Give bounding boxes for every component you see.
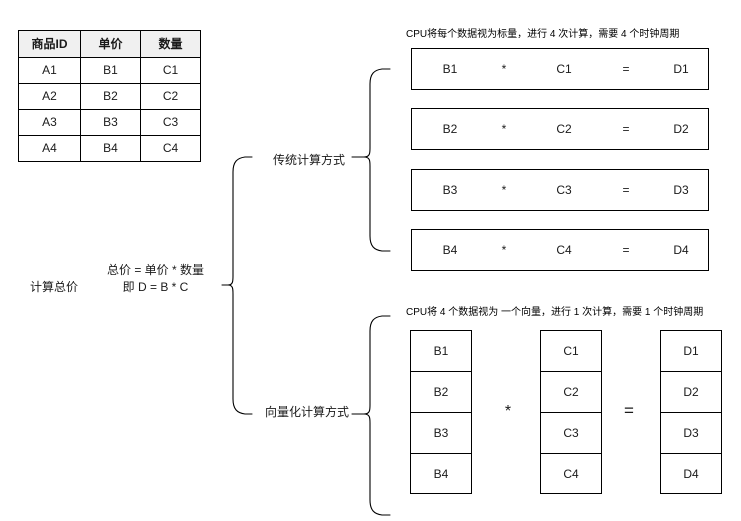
branch-label-traditional: 传统计算方式 <box>273 153 346 167</box>
equation-operand-c: C2 <box>556 122 572 136</box>
total-price-label: 计算总价 <box>30 280 79 294</box>
branch-label-vectorized: 向量化计算方式 <box>265 405 350 419</box>
equation-operand-c: C1 <box>556 62 572 76</box>
equation-operand-b: B3 <box>442 183 458 197</box>
vector-equals-symbol: = <box>624 401 634 420</box>
vector-cell: C2 <box>540 371 602 412</box>
vector-cell: B1 <box>410 330 472 371</box>
traditional-brace <box>363 68 391 158</box>
equation-operand-c: C4 <box>556 243 572 257</box>
equals-symbol: = <box>622 122 630 136</box>
table-row: A2 B2 C2 <box>18 83 201 110</box>
equals-symbol: = <box>622 183 630 197</box>
vector-column-b: B1 B2 B3 B4 <box>410 330 472 494</box>
multiply-symbol: * <box>501 243 507 257</box>
equation-row: B1 * C1 = D1 <box>411 48 709 90</box>
vector-cell: C1 <box>540 330 602 371</box>
vector-multiply-symbol: * <box>504 403 512 420</box>
equation-operand-b: B1 <box>442 62 458 76</box>
annotation-scalar-computation: CPU将每个数据视为标量，进行 4 次计算，需要 4 个时钟周期 <box>406 29 680 40</box>
formula-block: 总价 = 单价 * 数量 即 D = B * C <box>107 262 204 296</box>
table-cell: A1 <box>18 57 81 84</box>
vectorized-brace-lower <box>363 413 391 516</box>
table-cell: C3 <box>140 109 201 136</box>
main-brace-lower <box>227 284 253 415</box>
table-cell: C4 <box>140 135 201 162</box>
vectorized-brace <box>363 315 391 415</box>
table-cell: B2 <box>80 83 141 110</box>
vector-cell: D2 <box>660 371 722 412</box>
equation-result-d: D3 <box>673 183 689 197</box>
product-table: 商品ID 单价 数量 A1 B1 C1 A2 B2 C2 A3 B3 C3 <box>18 30 201 162</box>
table-header-row: 商品ID 单价 数量 <box>18 30 201 58</box>
equation-operand-b: B2 <box>442 122 458 136</box>
table-cell: A3 <box>18 109 81 136</box>
vector-column-d: D1 D2 D3 D4 <box>660 330 722 494</box>
table-cell: B3 <box>80 109 141 136</box>
vector-cell: B3 <box>410 412 472 453</box>
equation-row: B4 * C4 = D4 <box>411 229 709 271</box>
table-cell: B1 <box>80 57 141 84</box>
table-cell: A4 <box>18 135 81 162</box>
table-header-cell-id: 商品ID <box>18 30 81 58</box>
formula-line-2: 即 D = B * C <box>122 280 189 294</box>
multiply-symbol: * <box>501 183 507 197</box>
table-header-cell-price: 单价 <box>80 30 141 58</box>
table-cell: A2 <box>18 83 81 110</box>
equation-result-d: D2 <box>673 122 689 136</box>
vector-cell: B4 <box>410 453 472 494</box>
equation-operand-b: B4 <box>442 243 458 257</box>
multiply-symbol: * <box>501 62 507 76</box>
vector-cell: C4 <box>540 453 602 494</box>
traditional-brace-lower <box>363 156 391 252</box>
table-row: A1 B1 C1 <box>18 57 201 84</box>
vector-cell: D4 <box>660 453 722 494</box>
vector-cell: D1 <box>660 330 722 371</box>
table-row: A3 B3 C3 <box>18 109 201 136</box>
table-header-cell-qty: 数量 <box>140 30 201 58</box>
multiply-symbol: * <box>501 122 507 136</box>
table-cell: C2 <box>140 83 201 110</box>
vector-column-c: C1 C2 C3 C4 <box>540 330 602 494</box>
equals-symbol: = <box>622 243 630 257</box>
table-cell: C1 <box>140 57 201 84</box>
vector-cell: C3 <box>540 412 602 453</box>
equals-symbol: = <box>622 62 630 76</box>
formula-line-1: 总价 = 单价 * 数量 <box>107 263 205 277</box>
main-brace <box>221 156 253 286</box>
equation-result-d: D1 <box>673 62 689 76</box>
annotation-vector-computation: CPU将 4 个数据视为 一个向量，进行 1 次计算，需要 1 个时钟周期 <box>406 307 704 318</box>
vector-cell: D3 <box>660 412 722 453</box>
equation-row: B3 * C3 = D3 <box>411 169 709 211</box>
table-row: A4 B4 C4 <box>18 135 201 162</box>
equation-result-d: D4 <box>673 243 689 257</box>
table-cell: B4 <box>80 135 141 162</box>
equation-operand-c: C3 <box>556 183 572 197</box>
equation-row: B2 * C2 = D2 <box>411 108 709 150</box>
vector-cell: B2 <box>410 371 472 412</box>
